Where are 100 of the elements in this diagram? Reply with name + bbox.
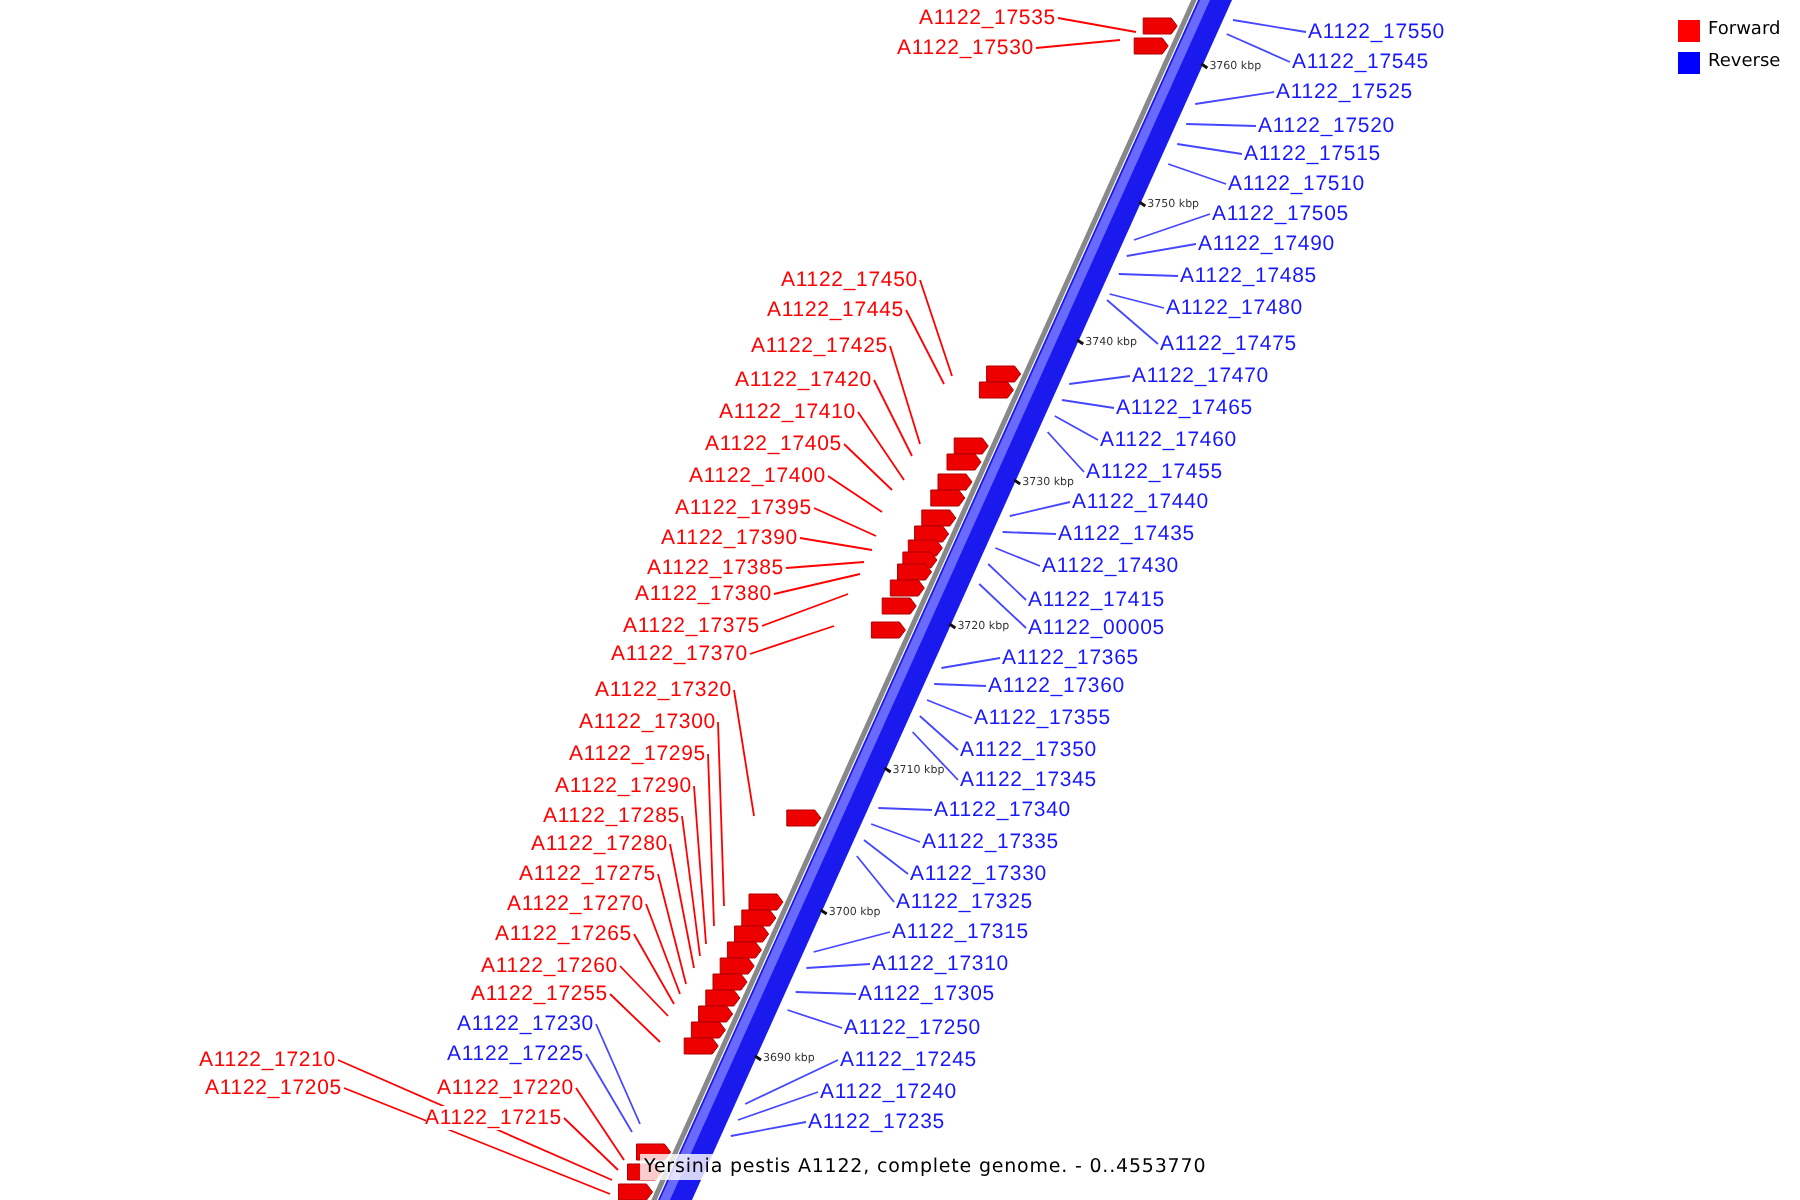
leader-line xyxy=(1057,17,1137,33)
leader-line xyxy=(773,573,861,595)
leader-line xyxy=(813,507,877,537)
leader-line xyxy=(911,731,959,781)
gene-label: A1122_17375 xyxy=(623,614,760,638)
gene-label: A1122_17345 xyxy=(960,768,1097,792)
gene-label: A1122_17370 xyxy=(611,642,748,666)
leader-line xyxy=(926,699,973,719)
leader-line xyxy=(1108,293,1165,309)
leader-line xyxy=(1225,33,1291,63)
gene-label: A1122_17360 xyxy=(988,674,1125,698)
leader-line xyxy=(585,1053,633,1133)
gene-label: A1122_17320 xyxy=(595,678,732,702)
leader-line xyxy=(1061,399,1115,409)
gene-label: A1122_17260 xyxy=(481,954,618,978)
leader-line xyxy=(343,1087,611,1195)
leader-line xyxy=(1001,531,1057,535)
leader-line xyxy=(1125,243,1197,257)
gene-label: A1122_17340 xyxy=(934,798,1071,822)
leader-line xyxy=(855,855,895,903)
leader-line xyxy=(1008,501,1071,517)
gene-label: A1122_17415 xyxy=(1028,588,1165,612)
leader-line xyxy=(1068,375,1131,385)
gene-label: A1122_17440 xyxy=(1072,490,1209,514)
leader-line xyxy=(919,279,953,377)
leader-line xyxy=(681,815,701,957)
gene-label: A1122_17435 xyxy=(1058,522,1195,546)
leader-line xyxy=(994,547,1041,567)
leader-line xyxy=(1194,91,1275,105)
gene-label: A1122_17450 xyxy=(781,268,918,292)
gene-label: A1122_17240 xyxy=(820,1080,957,1104)
gene-label: A1122_17480 xyxy=(1166,296,1303,320)
leader-line xyxy=(1176,143,1243,155)
leader-line xyxy=(761,593,849,627)
gene-label: A1122_17405 xyxy=(705,432,842,456)
leader-line xyxy=(870,823,921,843)
gene-label: A1122_17490 xyxy=(1198,232,1335,256)
gene-label: A1122_17550 xyxy=(1308,20,1445,44)
leader-line xyxy=(1106,299,1159,345)
gene-label: A1122_17310 xyxy=(872,952,1009,976)
gene-label: A1122_17420 xyxy=(735,368,872,392)
leader-line xyxy=(669,843,695,969)
leader-line xyxy=(595,1023,641,1125)
leader-line xyxy=(877,807,933,811)
leader-line xyxy=(1035,39,1121,49)
gene-label: A1122_17400 xyxy=(689,464,826,488)
leader-line xyxy=(889,345,921,445)
leader-line xyxy=(1046,431,1085,473)
gene-label: A1122_17330 xyxy=(910,862,1047,886)
gene-label: A1122_17410 xyxy=(719,400,856,424)
gene-label: A1122_17485 xyxy=(1180,264,1317,288)
leader-line xyxy=(657,873,687,985)
gene-label: A1122_17235 xyxy=(808,1110,945,1134)
leader-line xyxy=(794,991,857,995)
gene-label: A1122_17325 xyxy=(896,890,1033,914)
leader-line xyxy=(1117,273,1179,277)
gene-label: A1122_17395 xyxy=(675,496,812,520)
gene-label: A1122_17275 xyxy=(519,862,656,886)
leader-line xyxy=(1133,213,1211,241)
gene-label: A1122_17430 xyxy=(1042,554,1179,578)
gene-label: A1122_17460 xyxy=(1100,428,1237,452)
leader-line xyxy=(933,683,987,687)
leader-line xyxy=(645,903,681,995)
legend-label: Forward xyxy=(1708,20,1781,42)
gene-label: A1122_17390 xyxy=(661,526,798,550)
leader-line xyxy=(1185,123,1257,127)
leader-line xyxy=(609,993,661,1043)
leader-line xyxy=(978,583,1027,629)
gene-label: A1122_17445 xyxy=(767,298,904,322)
gene-label: A1122_17535 xyxy=(919,6,1056,30)
gene-label: A1122_17335 xyxy=(922,830,1059,854)
leader-line xyxy=(857,411,905,481)
gene-label: A1122_17220 xyxy=(437,1076,574,1100)
gene-label: A1122_17215 xyxy=(425,1106,562,1130)
leader-line xyxy=(707,753,715,927)
gene-label: A1122_17520 xyxy=(1258,114,1395,138)
leader-line xyxy=(619,965,669,1017)
leader-line xyxy=(827,475,883,513)
leader-line xyxy=(987,563,1027,601)
gene-label: A1122_17380 xyxy=(635,582,772,606)
gene-label: A1122_17230 xyxy=(457,1012,594,1036)
legend-label: Reverse xyxy=(1708,52,1781,74)
gene-label: A1122_17545 xyxy=(1292,50,1429,74)
gene-label: A1122_17350 xyxy=(960,738,1097,762)
gene-label: A1122_17265 xyxy=(495,922,632,946)
leader-line xyxy=(749,625,835,655)
leader-line xyxy=(1053,415,1099,441)
gene-label: A1122_17245 xyxy=(840,1048,977,1072)
leader-line xyxy=(563,1117,619,1171)
leader-line xyxy=(575,1087,625,1161)
leader-line xyxy=(737,1091,819,1121)
gene-label: A1122_17525 xyxy=(1276,80,1413,104)
gene-label: A1122_17465 xyxy=(1116,396,1253,420)
gene-label: A1122_17315 xyxy=(892,920,1029,944)
leader-line xyxy=(863,839,909,875)
gene-label: A1122_17270 xyxy=(507,892,644,916)
gene-label: A1122_17300 xyxy=(579,710,716,734)
gene-label: A1122_17515 xyxy=(1244,142,1381,166)
leader-line xyxy=(633,933,675,1005)
leader-line xyxy=(812,931,891,953)
